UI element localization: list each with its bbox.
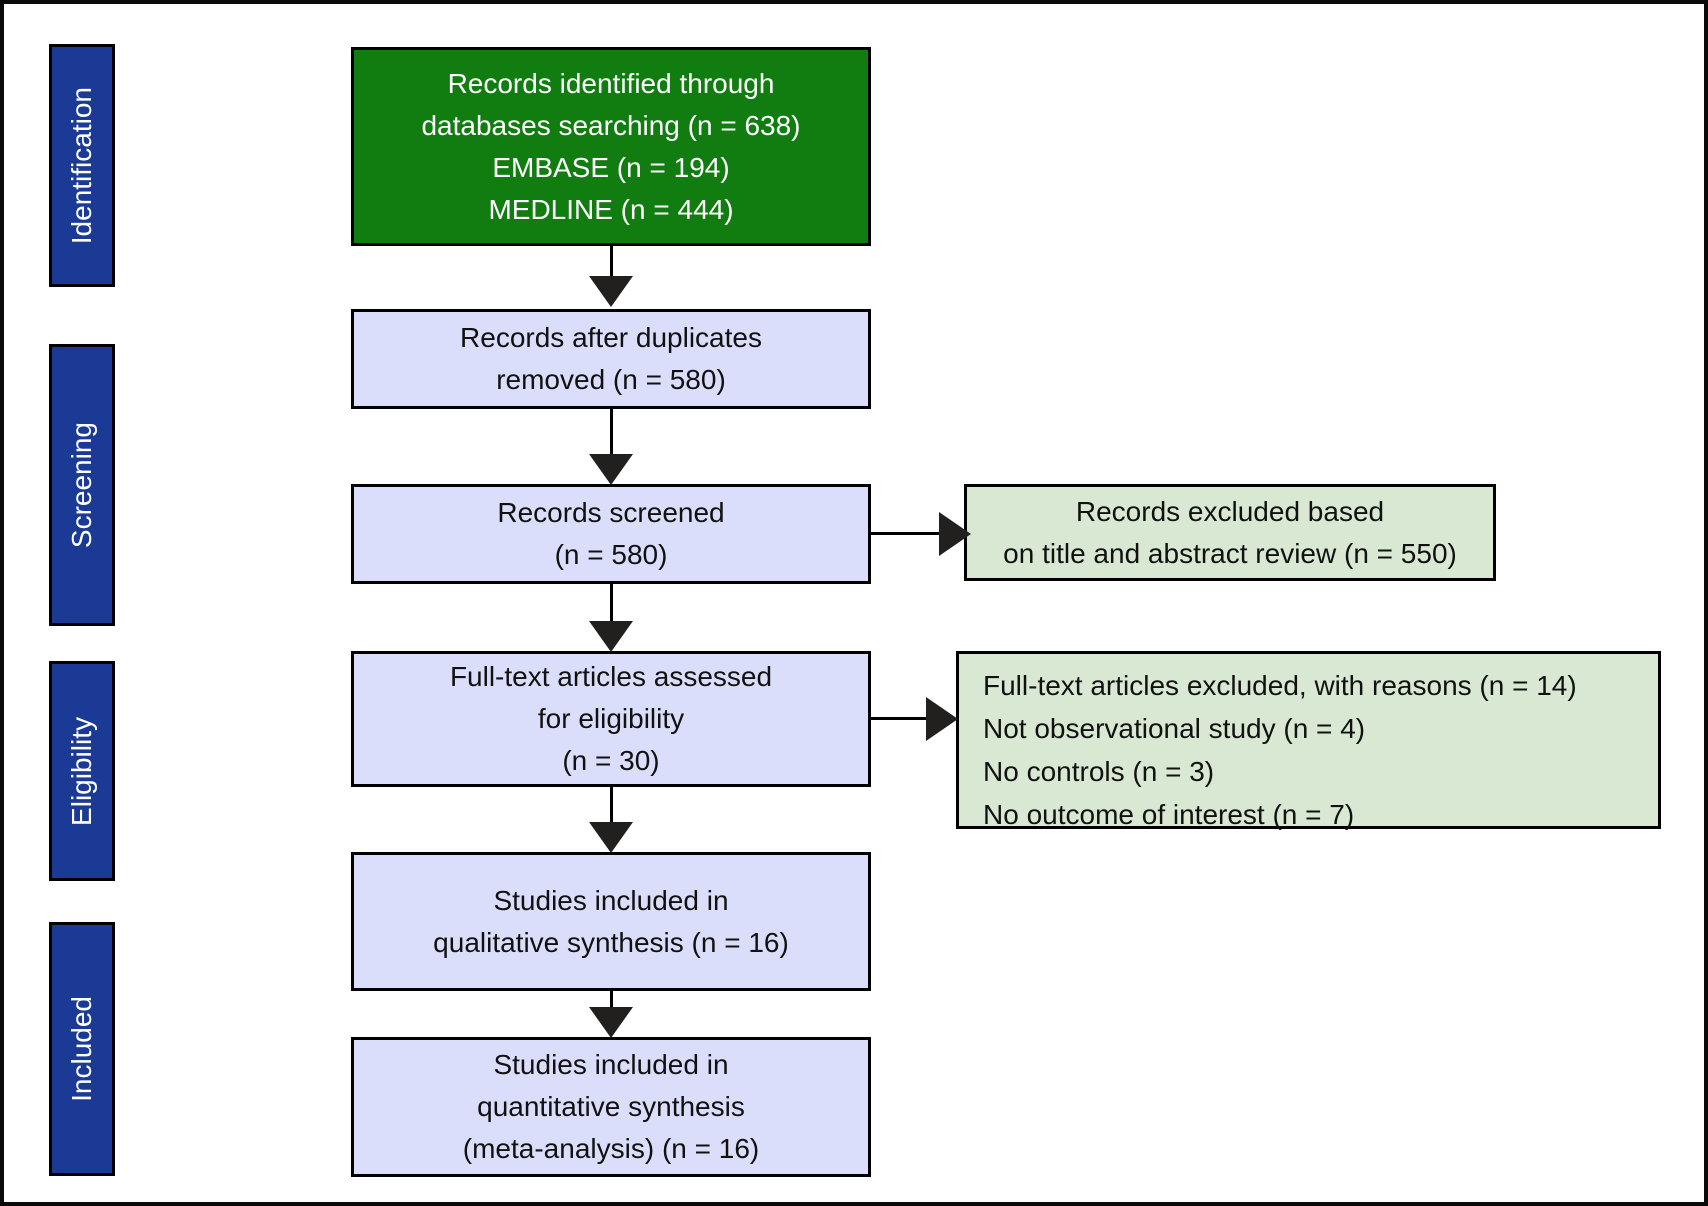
arrow-down-5-icon (589, 1007, 633, 1038)
box-qualitative-synthesis-line: qualitative synthesis (n = 16) (433, 926, 789, 958)
arrow-down-1-line (610, 246, 613, 279)
box-fulltext-assessed-line: for eligibility (537, 703, 685, 734)
stage-label-eligibility: Eligibility (49, 661, 115, 881)
arrow-right-2-line (869, 717, 929, 720)
box-records-identified: Records identified through databases sea… (351, 47, 871, 246)
box-fulltext-assessed: Full-text articles assessed for eligibil… (351, 651, 871, 787)
box-records-identified-line: Records identified through (447, 67, 775, 99)
box-fulltext-excluded-line: No controls (n = 3) (983, 756, 1215, 787)
stage-label-eligibility-text: Eligibility (66, 716, 97, 826)
box-duplicates-removed-line: removed (n = 580) (496, 364, 726, 395)
stage-label-included: Included (49, 922, 115, 1176)
box-fulltext-excluded: Full-text articles excluded, with reason… (956, 651, 1661, 830)
box-quantitative-synthesis: Studies included in quantitative synthes… (351, 1037, 871, 1177)
box-records-excluded-line: Records excluded based (1075, 495, 1385, 527)
box-qualitative-synthesis-line: Studies included in (493, 884, 729, 916)
box-quantitative-synthesis-line: Studies included in (493, 1049, 729, 1080)
arrow-down-2-icon (589, 454, 633, 485)
box-qualitative-synthesis: Studies included in qualitative synthesi… (351, 852, 871, 991)
box-fulltext-excluded-line: Full-text articles excluded, with reason… (983, 670, 1577, 701)
box-records-screened-line: Records screened (497, 497, 725, 528)
arrow-down-4-icon (589, 822, 633, 853)
box-fulltext-excluded-line: Not observational study (n = 4) (983, 713, 1366, 744)
arrow-down-3-line (610, 584, 613, 624)
box-records-excluded-line: on title and abstract review (n = 550) (1003, 537, 1457, 569)
arrow-down-3-icon (589, 621, 633, 652)
stage-label-screening-text: Screening (66, 421, 97, 549)
box-quantitative-synthesis-line: (meta-analysis) (n = 16) (462, 1133, 760, 1164)
arrow-down-4-line (610, 787, 613, 825)
box-duplicates-removed-line: Records after duplicates (460, 322, 762, 353)
box-fulltext-assessed-line: (n = 30) (562, 745, 660, 776)
box-fulltext-excluded-line: No outcome of interest (n = 7) (983, 799, 1355, 830)
box-records-identified-line: MEDLINE (n = 444) (488, 193, 734, 225)
arrow-down-5-line (610, 991, 613, 1009)
box-quantitative-synthesis-line: quantitative synthesis (477, 1091, 745, 1122)
box-records-identified-line: databases searching (n = 638) (421, 109, 801, 141)
arrow-down-2-line (610, 409, 613, 457)
stage-label-included-text: Included (66, 996, 97, 1102)
stage-label-identification: Identification (49, 44, 115, 287)
box-records-screened: Records screened (n = 580) (351, 484, 871, 584)
box-duplicates-removed: Records after duplicates removed (n = 58… (351, 309, 871, 409)
box-fulltext-assessed-line: Full-text articles assessed (449, 661, 773, 692)
arrow-down-1-icon (589, 276, 633, 307)
arrow-right-1-line (869, 532, 941, 535)
box-records-screened-line: (n = 580) (554, 539, 668, 570)
stage-label-screening: Screening (49, 344, 115, 626)
box-records-identified-line: EMBASE (n = 194) (492, 151, 730, 183)
stage-label-identification-text: Identification (66, 86, 97, 245)
arrow-right-1-icon (939, 512, 971, 556)
box-records-excluded: Records excluded based on title and abst… (964, 484, 1496, 581)
arrow-right-2-icon (926, 697, 958, 741)
